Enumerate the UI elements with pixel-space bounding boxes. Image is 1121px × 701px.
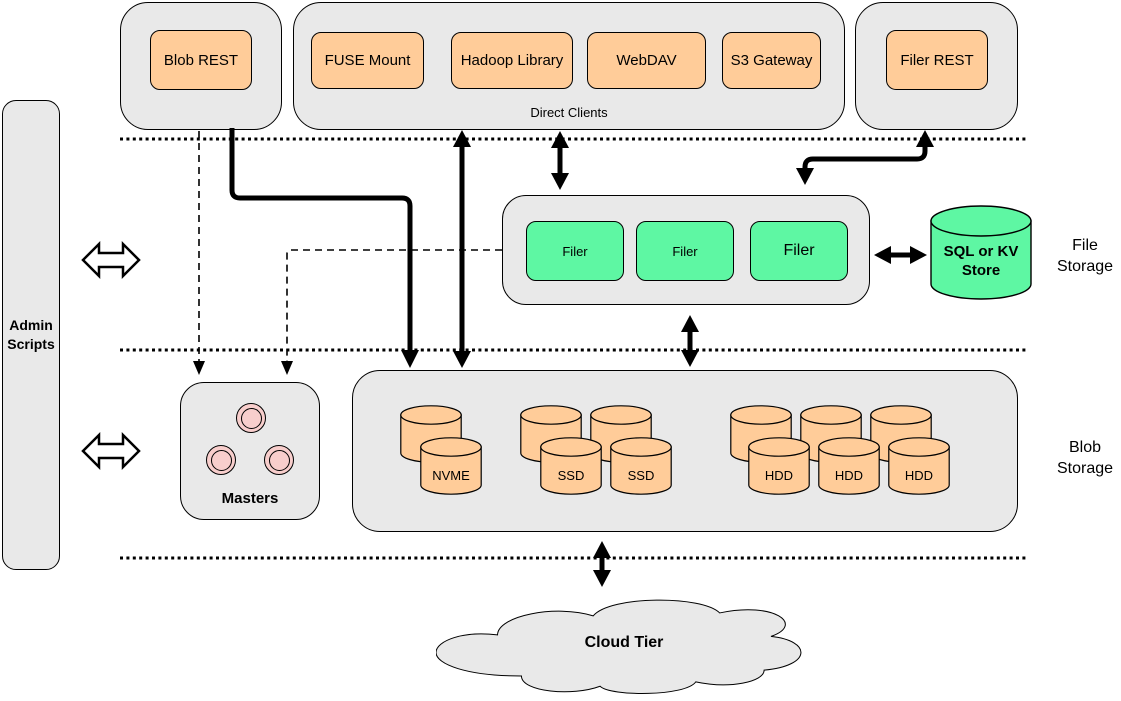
admin-blob-storage-double-arrow-icon: [81, 431, 141, 471]
masters-label: Masters: [221, 490, 279, 507]
filer-node-3: Filer: [750, 221, 848, 281]
admin-file-storage-double-arrow-icon: [81, 240, 141, 280]
filer-rest-group: Filer REST: [855, 2, 1018, 130]
cloud-tier-label: Cloud Tier: [584, 634, 664, 651]
file-storage-layer-label: File Storage: [1056, 237, 1114, 275]
arrow-filerrest-filer-bidirectional: [796, 130, 934, 185]
nvme-disk-cylinder: NVME: [420, 437, 482, 495]
arrow-filer-blobstorage-bidirectional: [681, 315, 699, 367]
hdd-disk-cylinder: HDD: [818, 437, 880, 495]
hdd-disk-label: HDD: [834, 468, 864, 483]
ssd-disk-label: SSD: [557, 468, 585, 483]
master-node-icon: [236, 403, 266, 433]
master-node-icon: [264, 445, 294, 475]
filer-node-2: Filer: [636, 221, 734, 281]
filer-rest-node: Filer REST: [886, 30, 988, 90]
database-cylinder-icon: [930, 205, 1032, 300]
fuse-mount-node: FUSE Mount: [311, 32, 424, 89]
admin-scripts-label: Admin Scripts: [7, 317, 55, 352]
blob-storage-layer-label: Blob Storage: [1056, 439, 1114, 477]
hadoop-library-node: Hadoop Library: [451, 32, 573, 89]
hdd-disk-label: HDD: [904, 468, 934, 483]
arrow-clients-filer-bidirectional: [551, 131, 569, 190]
ssd-disk-cylinder: SSD: [540, 437, 602, 495]
arrow-clients-blobstorage-bidirectional: [453, 130, 471, 368]
blob-rest-group: Blob REST: [120, 2, 282, 130]
filer-group: Filer Filer Filer: [502, 195, 870, 305]
sql-kv-store-cylinder: SQL or KV Store: [930, 205, 1032, 300]
s3-gateway-node: S3 Gateway: [722, 32, 821, 89]
hdd-disk-cylinder: HDD: [748, 437, 810, 495]
webdav-node: WebDAV: [587, 32, 706, 89]
admin-scripts-box: Admin Scripts: [2, 100, 60, 570]
filer-node-1: Filer: [526, 221, 624, 281]
hdd-disk-cylinder: HDD: [888, 437, 950, 495]
hdd-disk-label: HDD: [764, 468, 794, 483]
cloud-tier-shape: Cloud Tier: [436, 588, 812, 698]
arrow-filer-sqlstore-bidirectional: [874, 246, 927, 264]
sql-kv-store-label: SQL or KV Store: [943, 243, 1019, 279]
ssd-disk-cylinder: SSD: [610, 437, 672, 495]
arrow-blobrest-to-blobstorage: [229, 128, 419, 368]
ssd-disk-label: SSD: [627, 468, 655, 483]
nvme-disk-label: NVME: [432, 468, 470, 483]
masters-group: Masters: [180, 382, 320, 520]
arrow-blobstorage-cloud-bidirectional: [593, 541, 611, 587]
cloud-icon: [436, 588, 812, 698]
direct-clients-caption: Direct Clients: [530, 105, 608, 120]
master-node-icon: [206, 445, 236, 475]
arrow-blobrest-to-masters-dashed: [193, 131, 205, 375]
arrow-filer-to-masters-dashed: [281, 249, 502, 375]
blob-rest-node: Blob REST: [150, 30, 252, 90]
direct-clients-group: FUSE Mount Hadoop Library WebDAV S3 Gate…: [293, 2, 845, 130]
